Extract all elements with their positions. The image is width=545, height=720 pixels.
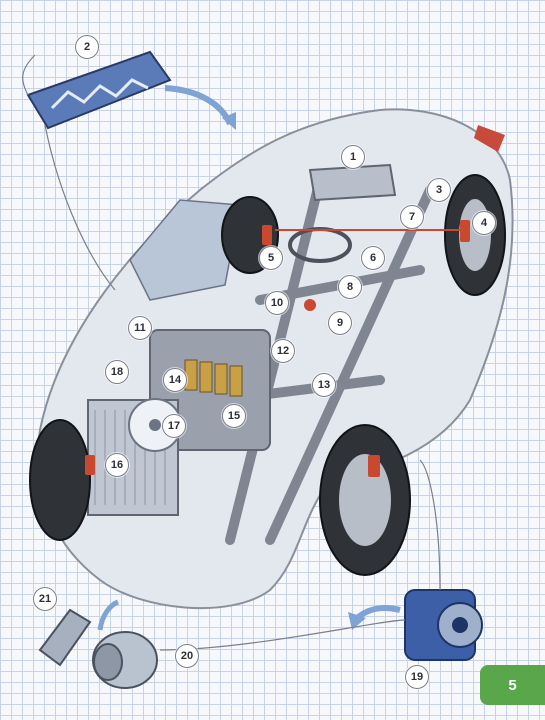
engine-cylinders [184, 359, 243, 397]
callout-10: 10 [265, 291, 289, 315]
callout-14: 14 [163, 368, 187, 392]
alternator [92, 631, 158, 689]
callout-2: 2 [75, 35, 99, 59]
callout-16: 16 [105, 453, 129, 477]
callout-1: 1 [341, 145, 365, 169]
callout-11: 11 [128, 316, 152, 340]
callout-12: 12 [271, 339, 295, 363]
callout-17: 17 [162, 414, 186, 438]
callout-21: 21 [33, 587, 57, 611]
arrow-top [164, 85, 233, 126]
callout-4: 4 [472, 211, 496, 235]
callout-8: 8 [338, 275, 362, 299]
heater-unit [26, 50, 172, 130]
callout-18: 18 [105, 360, 129, 384]
callout-6: 6 [361, 246, 385, 270]
callout-13: 13 [312, 373, 336, 397]
page-number: 5 [508, 676, 517, 694]
page-number-tab: 5 [480, 665, 545, 705]
callout-20: 20 [175, 644, 199, 668]
voltage-regulator [38, 608, 92, 667]
arrow-left [97, 599, 120, 631]
tail-light [474, 125, 505, 152]
callout-7: 7 [400, 205, 424, 229]
callout-19: 19 [405, 665, 429, 689]
callout-15: 15 [222, 404, 246, 428]
fuel-tank [308, 163, 397, 202]
starter-motor [404, 589, 483, 661]
callout-3: 3 [427, 178, 451, 202]
callout-9: 9 [328, 311, 352, 335]
callout-5: 5 [259, 246, 283, 270]
